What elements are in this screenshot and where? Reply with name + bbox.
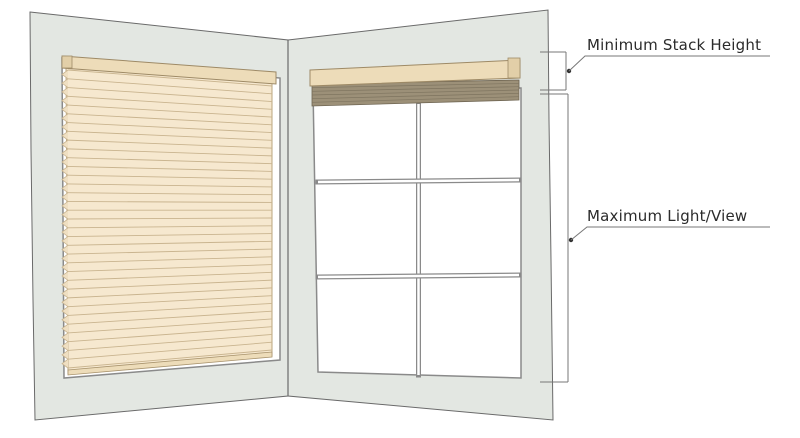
left-headrail-end-cap <box>61 55 73 69</box>
pleat-line <box>67 217 273 220</box>
pleat-line <box>67 139 273 149</box>
pleat-cell-edge <box>61 183 69 194</box>
pleat-cell-edge <box>61 166 69 176</box>
pleat-cell-edge <box>61 209 69 220</box>
pleat-cell-edge <box>61 297 69 307</box>
pleat-cell-edge <box>61 87 69 97</box>
pleat-cell-edge <box>61 227 69 237</box>
pleat-line <box>67 201 273 203</box>
pleat-line <box>67 113 273 126</box>
pleat-line <box>67 95 273 110</box>
left-shade-bottom-rail <box>67 351 273 376</box>
pleat-line <box>67 302 273 316</box>
pleat-line <box>67 225 273 229</box>
pleat-cell-edge <box>61 218 69 229</box>
pleat-cell-edge <box>61 350 69 360</box>
stack-pleat-line <box>311 96 520 103</box>
pleat-cell-edge <box>61 236 69 246</box>
pleat-line <box>67 130 273 141</box>
pleat-cell-edge <box>61 131 69 141</box>
light-view-bracket <box>540 93 569 383</box>
pleat-line <box>67 349 273 369</box>
left-shade-pleat-edge <box>61 69 69 369</box>
pleat-line <box>67 69 273 87</box>
pleat-cell-edge <box>61 280 69 290</box>
pleat-cell-edge <box>61 113 69 123</box>
pleat-cell-edge <box>61 358 69 369</box>
pleat-line <box>67 183 273 188</box>
window-mullion-highlight <box>317 178 520 184</box>
pleat-line <box>67 271 273 281</box>
pleat-line <box>67 148 273 157</box>
pleat-line <box>67 264 273 273</box>
stack-pleat-line <box>311 82 520 89</box>
pleat-cell-edge <box>61 271 69 281</box>
pleat-cell-edge <box>61 262 69 272</box>
stack-pleat-line <box>311 92 520 100</box>
stack-pleat-line <box>311 89 520 96</box>
pleat-line <box>67 157 273 165</box>
pleat-line <box>67 248 273 255</box>
pleat-line <box>67 122 273 134</box>
right-window-mullions <box>315 101 522 378</box>
pleat-cell-edge <box>61 253 69 264</box>
pleat-line <box>67 326 273 343</box>
pleat-cell-edge <box>61 341 69 351</box>
pleat-line <box>67 165 273 172</box>
minimum-stack-height-label: Minimum Stack Height <box>587 36 762 54</box>
pleat-line <box>67 287 273 299</box>
pleat-cell-edge <box>61 201 69 211</box>
stack-height-callout-line <box>568 55 770 72</box>
pleat-line <box>67 318 273 334</box>
pleat-line <box>67 78 273 95</box>
pleat-line <box>67 233 273 237</box>
pleat-line <box>67 341 273 360</box>
pleat-cell-edge <box>61 332 69 343</box>
pleat-cell-edge <box>61 315 69 325</box>
pleat-cell-edge <box>61 122 69 132</box>
pleat-line <box>67 104 273 118</box>
pleat-line <box>67 87 273 102</box>
pleat-line <box>67 279 273 290</box>
pleat-line <box>67 310 273 325</box>
pleat-cell-edge <box>61 306 69 316</box>
pleat-cell-edge <box>61 69 69 80</box>
pleat-cell-edge <box>61 323 69 334</box>
pleat-cell-edge <box>61 288 69 299</box>
stack-height-bracket <box>540 51 567 91</box>
pleat-line <box>67 192 273 196</box>
pleat-cell-edge <box>61 157 69 167</box>
pleat-cell-edge <box>61 192 69 202</box>
pleat-cell-edge <box>61 78 69 88</box>
pleat-cell-edge <box>61 104 69 115</box>
light-view-callout-line <box>570 226 770 241</box>
left-shade-fabric <box>65 65 273 375</box>
right-headrail-end-cap <box>507 57 521 79</box>
pleat-cell-edge <box>61 244 69 255</box>
pleat-line <box>67 240 273 246</box>
pleat-line <box>67 334 273 351</box>
pleat-cell-edge <box>61 148 69 158</box>
pleat-cell-edge <box>61 174 69 185</box>
pleat-line <box>67 174 273 180</box>
stack-pleat-line <box>311 86 520 92</box>
maximum-light-view-label: Maximum Light/View <box>587 207 748 225</box>
pleat-line <box>67 256 273 264</box>
right-stack-pleats <box>311 82 520 103</box>
pleat-cell-edge <box>61 95 69 106</box>
left-shade-pleats <box>67 69 273 369</box>
pleat-line <box>67 295 273 308</box>
pleat-cell-edge <box>61 139 69 150</box>
window-mullion-highlight <box>317 273 520 279</box>
